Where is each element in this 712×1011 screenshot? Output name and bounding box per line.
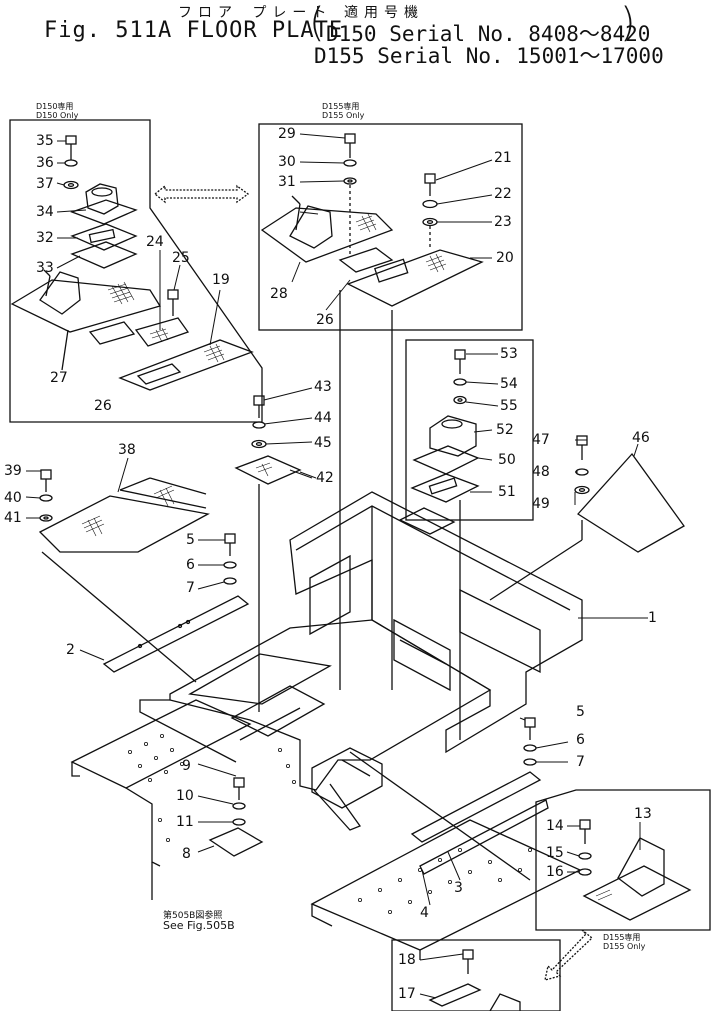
reference-jp: 第505B図参照 (163, 911, 223, 921)
callout-33: 33 (36, 260, 54, 276)
callout-5-left: 5 (186, 532, 195, 548)
callout-31: 31 (278, 174, 296, 190)
callout-43: 43 (314, 379, 332, 395)
callout-55: 55 (500, 398, 518, 414)
callout-26-d150: 26 (94, 398, 112, 414)
callout-54: 54 (500, 376, 518, 392)
inset-d155-jp: D155専用 (322, 102, 360, 111)
inset-frame-d155-top (258, 123, 523, 331)
serial-range-d155: D155 Serial No. 15001～17000 (314, 44, 664, 68)
callout-17: 17 (398, 986, 416, 1002)
callout-10: 10 (176, 788, 194, 804)
callout-35: 35 (36, 133, 54, 149)
inset-d155-bottom-jp: D155専用 (603, 933, 641, 942)
inset-d155-bottom-only: D155 Only (603, 942, 646, 951)
leader-lines (25, 133, 648, 999)
reference-en: See Fig.505B (163, 919, 235, 932)
callout-6-left: 6 (186, 557, 195, 573)
callout-5-right: 5 (576, 704, 585, 720)
serial-range-d150: D150 Serial No. 8408～8420 (326, 22, 651, 46)
callout-2: 2 (66, 642, 75, 658)
callout-20: 20 (496, 250, 514, 266)
callout-48: 48 (532, 464, 550, 480)
callout-1: 1 (648, 610, 657, 626)
callout-29: 29 (278, 126, 296, 142)
arrow-to-lower-inset (544, 929, 593, 981)
callout-28: 28 (270, 286, 288, 302)
inset-frame-d155-bottom (535, 789, 711, 931)
callout-39: 39 (4, 463, 22, 479)
d155-bottom-parts (578, 819, 692, 921)
callout-51: 51 (498, 484, 516, 500)
callout-36: 36 (36, 155, 54, 171)
inset-d150-only: D150 Only (36, 111, 79, 120)
inset-frame-lower (391, 939, 561, 1011)
callout-45: 45 (314, 435, 332, 451)
callout-49: 49 (532, 496, 550, 512)
callout-15: 15 (546, 845, 564, 861)
d150-parts (10, 135, 254, 391)
callout-6-right: 6 (576, 732, 585, 748)
callout-37: 37 (36, 176, 54, 192)
callout-16: 16 (546, 864, 564, 880)
callout-53: 53 (500, 346, 518, 362)
callout-25: 25 (172, 250, 190, 266)
callout-32: 32 (36, 230, 54, 246)
title-japanese-applicable: 適用号機 (344, 5, 424, 21)
callout-8: 8 (182, 846, 191, 862)
right-upper-parts (489, 435, 685, 601)
callout-46: 46 (632, 430, 650, 446)
callout-40: 40 (4, 490, 22, 506)
callout-41: 41 (4, 510, 22, 526)
callout-19: 19 (212, 272, 230, 288)
callout-13: 13 (634, 806, 652, 822)
figure-title: Fig. 511A FLOOR PLATE (44, 18, 344, 43)
callout-52: 52 (496, 422, 514, 438)
callout-7-left: 7 (186, 580, 195, 596)
inset-frame-d150 (9, 119, 263, 423)
callout-18: 18 (398, 952, 416, 968)
callout-22: 22 (494, 186, 512, 202)
callout-27: 27 (50, 370, 68, 386)
callout-44: 44 (314, 410, 332, 426)
lower-inset-parts (428, 949, 521, 1011)
callout-38: 38 (118, 442, 136, 458)
inset-d155-only: D155 Only (322, 111, 365, 120)
callout-3: 3 (454, 880, 463, 896)
callout-21: 21 (494, 150, 512, 166)
inset-d150-jp: D150専用 (36, 102, 74, 111)
left-parts (38, 395, 302, 712)
callout-26-d155: 26 (316, 312, 334, 328)
callout-24: 24 (146, 234, 164, 250)
callout-42: 42 (316, 470, 334, 486)
left-paren: ( (309, 0, 325, 46)
inset-frame-d155-middle (405, 339, 534, 521)
callout-47: 47 (532, 432, 550, 448)
title-japanese: フロア プレート (178, 5, 333, 21)
callout-50: 50 (498, 452, 516, 468)
double-arrow (153, 184, 250, 204)
callout-7-right: 7 (576, 754, 585, 770)
d155-top-parts (260, 133, 484, 307)
callout-4: 4 (420, 905, 429, 921)
callout-11: 11 (176, 814, 194, 830)
callout-30: 30 (278, 154, 296, 170)
callout-9: 9 (182, 758, 191, 774)
callout-34: 34 (36, 204, 54, 220)
right-paren: ) (620, 0, 636, 46)
callout-14: 14 (546, 818, 564, 834)
callout-23: 23 (494, 214, 512, 230)
